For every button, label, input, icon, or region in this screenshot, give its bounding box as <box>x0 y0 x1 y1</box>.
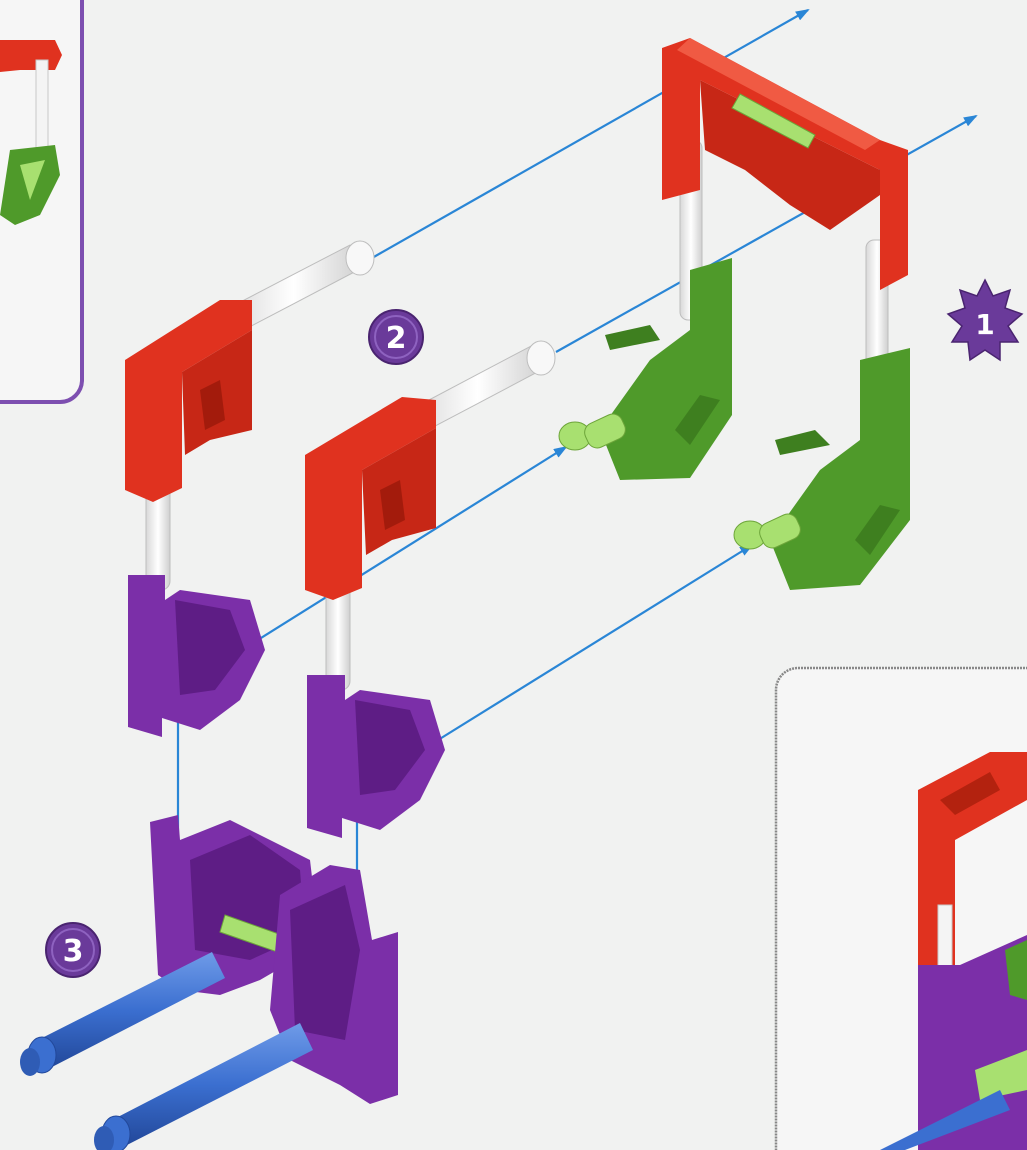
step-marker-3: 3 <box>46 923 100 977</box>
blue-rod-icon <box>94 1023 313 1150</box>
inset-panel-top-left <box>0 0 82 402</box>
step-number-2: 2 <box>386 321 407 356</box>
step-number-3: 3 <box>63 934 84 969</box>
blue-rod-icon <box>20 952 225 1076</box>
purple-connector-icon <box>270 865 398 1104</box>
red-elbow-connector-icon <box>125 300 252 502</box>
step-number-1: 1 <box>975 308 994 341</box>
bottom-assembly <box>20 815 398 1150</box>
step-marker-1: 1 <box>948 280 1022 360</box>
white-rod-icon <box>527 341 555 375</box>
green-elbow-connector-icon <box>734 348 910 590</box>
step-marker-2: 2 <box>369 310 423 364</box>
white-rod-icon <box>346 241 374 275</box>
green-elbow-connector-icon <box>559 258 732 480</box>
purple-connector-icon <box>128 575 265 737</box>
frame-assembly-left-front <box>305 341 555 838</box>
inset-panel-bottom-right <box>776 668 1027 1150</box>
purple-connector-icon <box>307 675 445 838</box>
arrow-purple-to-green-right <box>430 545 752 745</box>
